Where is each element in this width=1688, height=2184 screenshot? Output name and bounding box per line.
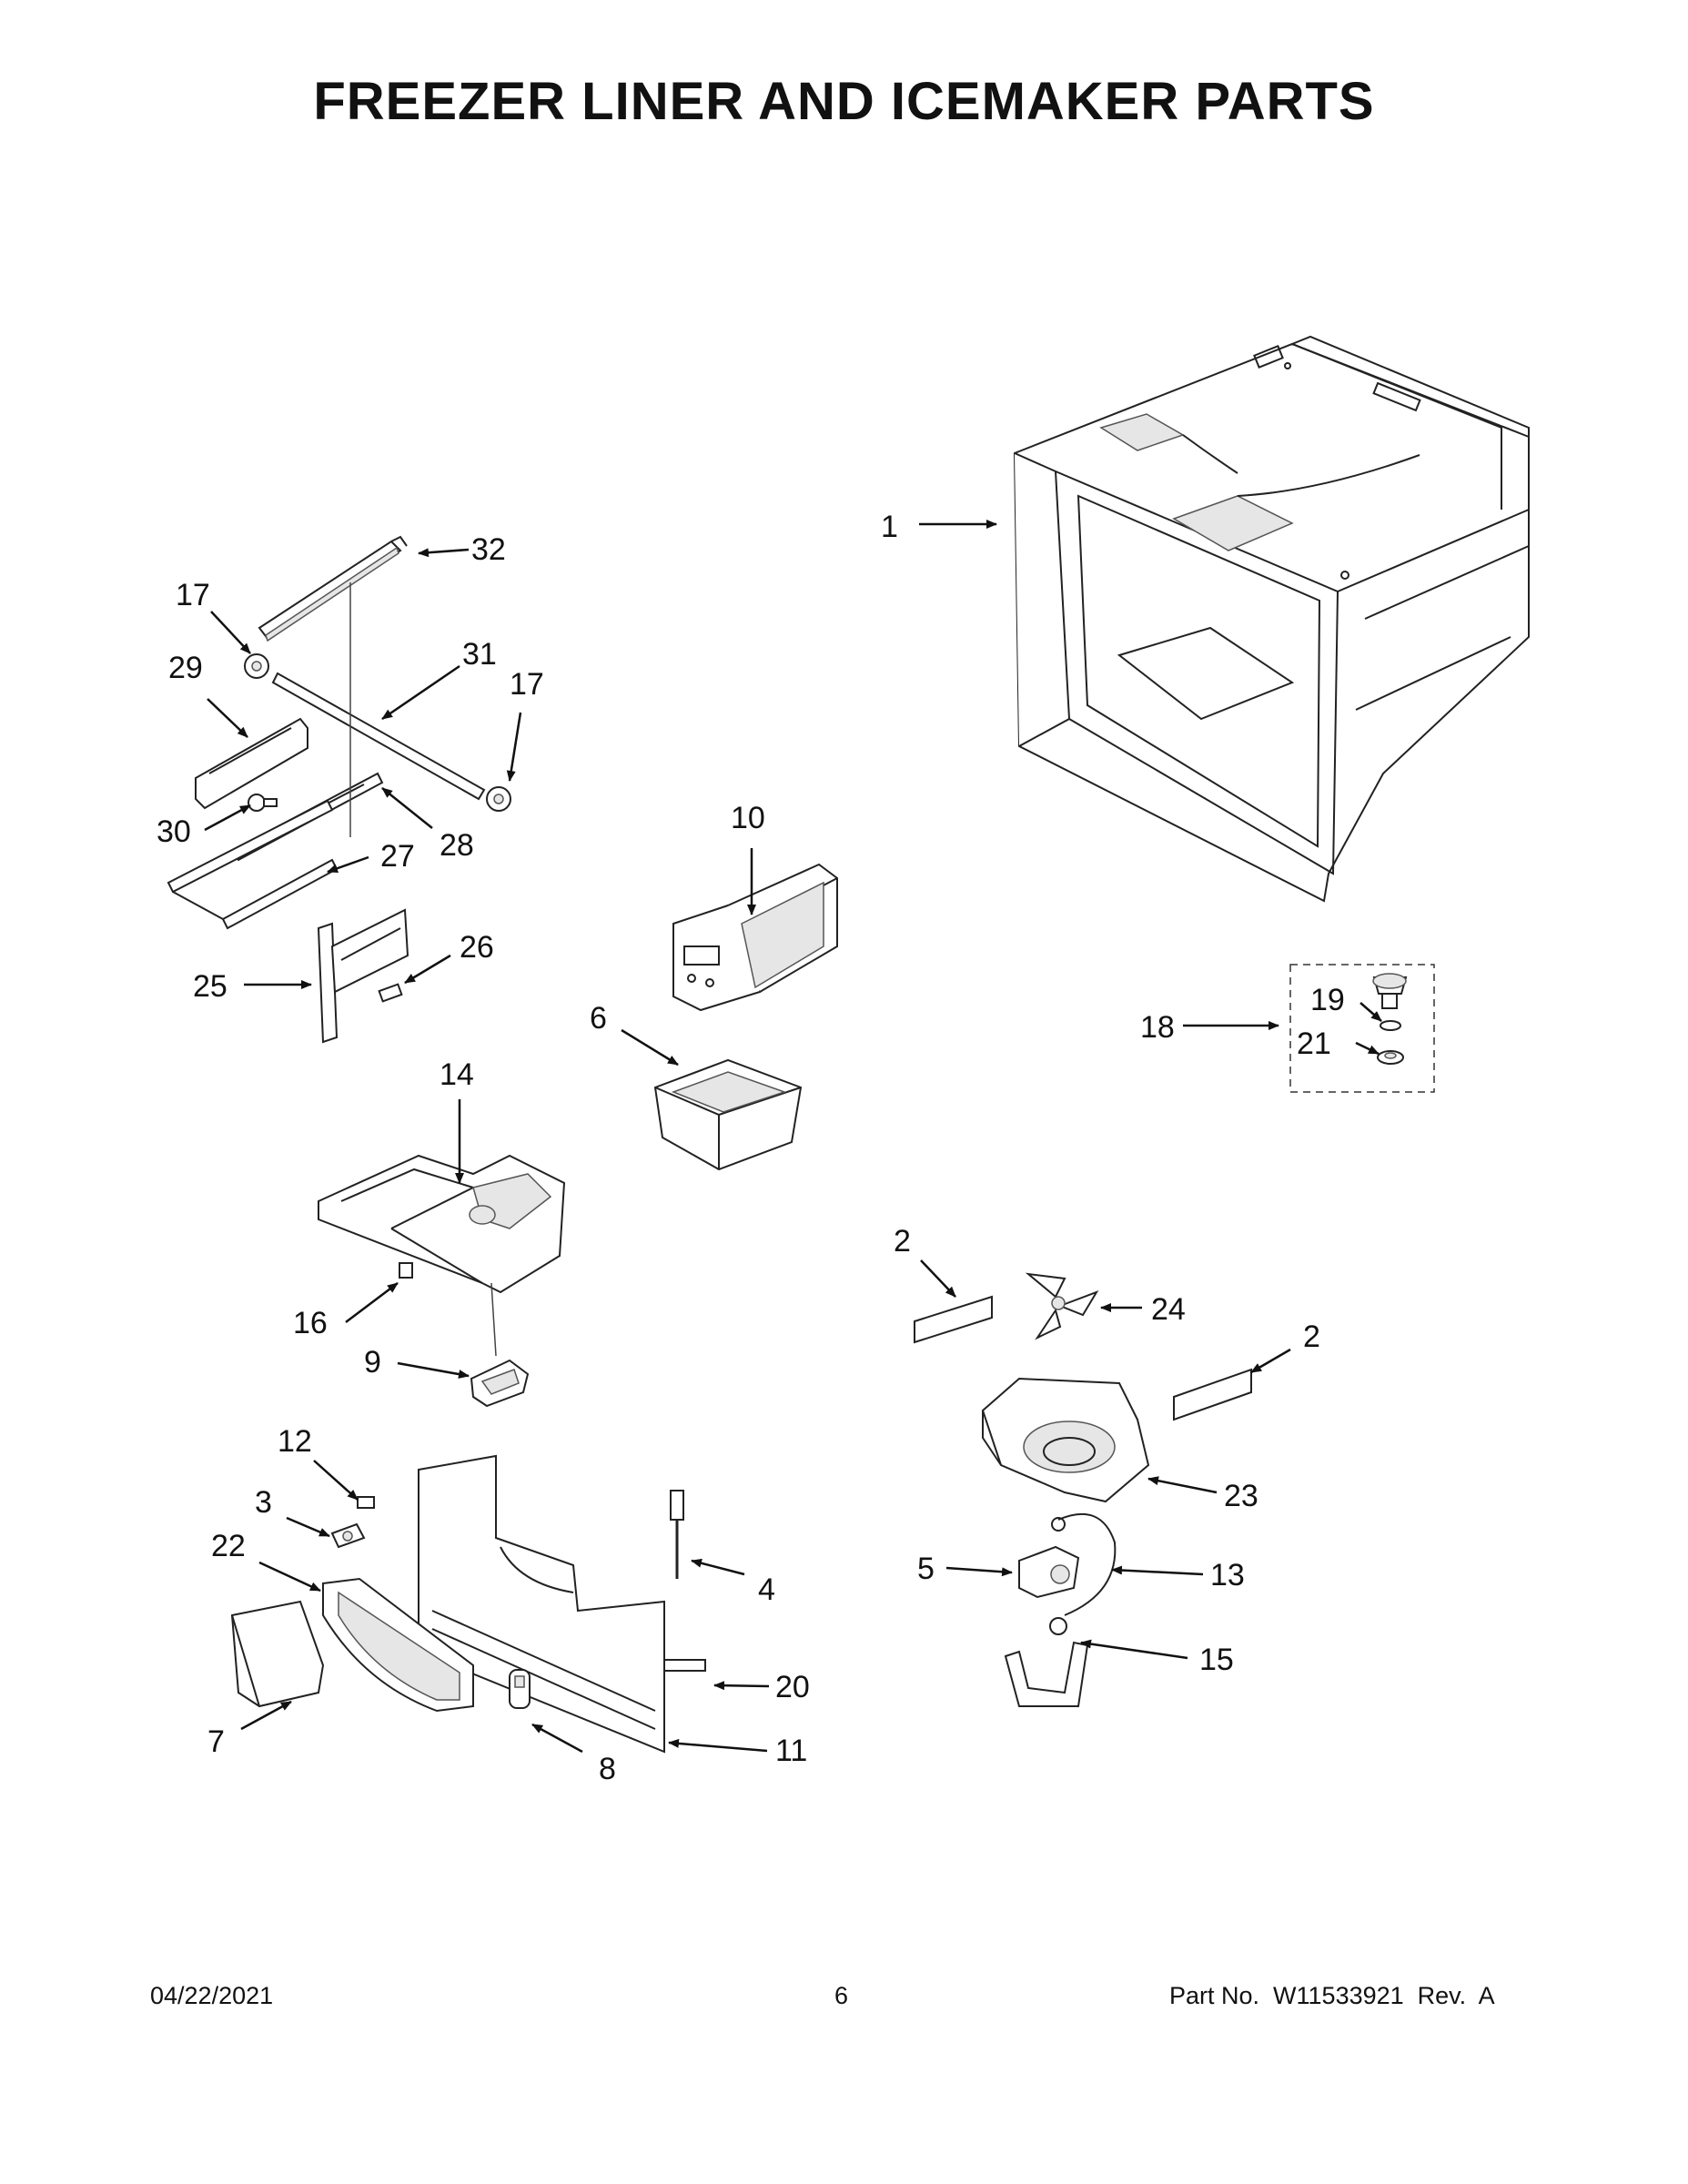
part-21-washer (1377, 1050, 1404, 1065)
callout-6: 6 (590, 1001, 607, 1036)
part-32-rail (258, 535, 408, 642)
part-20-strip (663, 1659, 706, 1672)
part-24-fan-blade (1025, 1272, 1099, 1340)
part-7-cover (230, 1600, 325, 1708)
callout-31: 31 (462, 637, 497, 672)
callout-32: 32 (471, 532, 506, 567)
callout-12: 12 (278, 1424, 312, 1459)
part-11-panel (418, 1454, 665, 1754)
part-25-bracket (317, 908, 409, 1044)
callout-24: 24 (1151, 1292, 1186, 1327)
callout-21: 21 (1297, 1026, 1331, 1061)
part-9-motor (470, 1359, 530, 1408)
part-4-probe (670, 1490, 684, 1579)
callout-27: 27 (380, 839, 415, 874)
callout-22: 22 (211, 1529, 246, 1563)
part-16-clip (399, 1262, 413, 1279)
part-27-track (167, 799, 339, 930)
callout-4: 4 (758, 1572, 775, 1607)
part-19-valve (1372, 973, 1408, 1009)
part-30-screw (248, 794, 278, 812)
footer-page-number: 6 (834, 1982, 849, 2009)
part-15-bracket (1004, 1617, 1089, 1707)
part-14-housing (318, 1154, 566, 1357)
part-12-screw (357, 1496, 375, 1509)
callout-25: 25 (193, 969, 227, 1004)
part-17-gear-right (486, 786, 511, 812)
callout-3: 3 (255, 1485, 272, 1520)
callout-23: 23 (1224, 1479, 1258, 1513)
callout-16: 16 (293, 1306, 328, 1340)
part-freezer-liner (1013, 335, 1530, 903)
callout-30: 30 (157, 814, 191, 849)
page-title: FREEZER LINER AND ICEMAKER PARTS (313, 72, 1375, 131)
callout-14: 14 (440, 1057, 474, 1092)
callout-19: 19 (1310, 983, 1345, 1017)
callout-1: 1 (881, 510, 898, 544)
callout-20: 20 (775, 1670, 810, 1704)
part-3-bracket (330, 1522, 366, 1549)
part-29-bracket (195, 717, 308, 810)
callout-8: 8 (599, 1752, 616, 1786)
footer-part-number: Part No. W11533921 Rev. A (1169, 1982, 1495, 2009)
callout-labels: 1 32 17 31 17 29 30 28 27 26 25 10 6 14 … (157, 510, 1345, 1786)
part-8-sensor (509, 1669, 531, 1709)
part-6-tray (653, 1058, 803, 1171)
part-26-screw (378, 983, 403, 1003)
callout-13: 13 (1210, 1558, 1245, 1592)
callout-26: 26 (460, 930, 494, 965)
callout-11: 11 (775, 1734, 807, 1768)
part-31-rod (271, 672, 486, 801)
part-22-grille (322, 1577, 474, 1713)
callout-10: 10 (731, 801, 765, 835)
part-2-pad-right (1173, 1368, 1252, 1421)
part-18-assembly-box (1289, 964, 1435, 1093)
part-2-pad-left (914, 1295, 993, 1344)
callout-18: 18 (1140, 1010, 1175, 1045)
leader-lines (204, 520, 1382, 1754)
part-5-fan-motor (1018, 1517, 1080, 1599)
part-10-icemaker (672, 863, 838, 1012)
callout-5: 5 (917, 1552, 935, 1586)
callout-17b: 17 (510, 667, 544, 702)
part-13-wire (1057, 1512, 1117, 1616)
callout-15: 15 (1199, 1643, 1234, 1677)
callout-2b: 2 (1303, 1320, 1320, 1354)
callout-29: 29 (168, 651, 203, 685)
callout-9: 9 (364, 1345, 381, 1380)
callout-28: 28 (440, 828, 474, 863)
footer-date: 04/22/2021 (150, 1982, 274, 2009)
part-23-fan-housing (981, 1377, 1150, 1503)
callout-17a: 17 (176, 578, 210, 612)
part-17-gear-left (244, 653, 269, 679)
callout-2a: 2 (894, 1224, 911, 1259)
callout-7: 7 (207, 1724, 225, 1759)
